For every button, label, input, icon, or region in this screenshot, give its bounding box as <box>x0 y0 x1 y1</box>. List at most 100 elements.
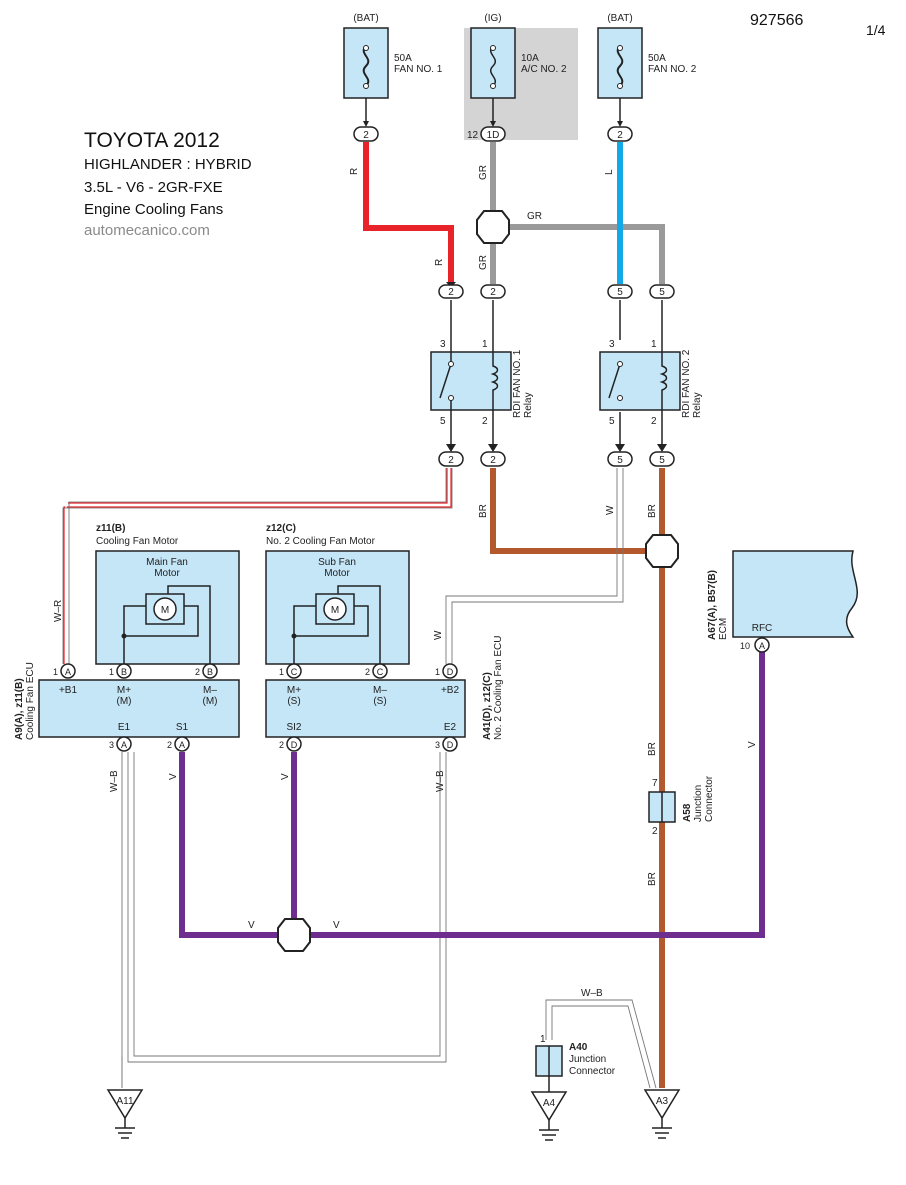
a58-name-1: Junction <box>693 785 704 822</box>
svg-text:D: D <box>447 667 454 677</box>
a58-pin-top: 7 <box>652 778 658 789</box>
connector-relay1-in-gr: 2 <box>480 284 506 299</box>
svg-text:A: A <box>121 740 127 750</box>
ecm-name: ECM <box>718 618 729 640</box>
label-w-b-3: W–B <box>581 988 603 999</box>
ecu2-label-mplus-sub: (S) <box>287 696 300 707</box>
relay2-pin3: 3 <box>609 339 615 350</box>
fuse1-name: FAN NO. 1 <box>394 64 443 75</box>
ecu1-code: A9(A), z11(B) <box>14 678 25 740</box>
system-line: Engine Cooling Fans <box>84 201 224 218</box>
ecu1-label-mplus-sub: (M) <box>117 696 132 707</box>
label-v-4: V <box>248 920 255 931</box>
connector-relay2-out-5: 5 <box>607 444 633 467</box>
motor1-code: z11(B) <box>96 523 125 534</box>
svg-text:C: C <box>377 667 384 677</box>
svg-text:1: 1 <box>53 667 58 677</box>
sub-fan-motor: M <box>265 550 410 665</box>
svg-text:2: 2 <box>167 740 172 750</box>
label-w-b-2: W–B <box>435 770 446 792</box>
engine-line: 3.5L - V6 - 2GR-FXE <box>84 179 223 196</box>
ecu2-code: A41(D), z12(C) <box>482 672 493 740</box>
relay2-pin2: 2 <box>651 416 657 427</box>
svg-text:1D: 1D <box>487 130 500 141</box>
svg-text:2: 2 <box>279 740 284 750</box>
svg-text:10: 10 <box>740 641 750 651</box>
document-number: 927566 <box>750 12 804 29</box>
splice-v <box>277 918 311 952</box>
model-line: HIGHLANDER : HYBRID <box>84 156 252 173</box>
label-gr-3: GR <box>527 211 542 222</box>
connector-relay2-in-l: 5 <box>607 284 633 299</box>
ecu1-name: Cooling Fan ECU <box>25 662 36 740</box>
a40-name-2: Connector <box>569 1066 616 1077</box>
connector-relay1-in-r: 2 <box>438 282 464 299</box>
wire-w-r-core <box>65 468 450 664</box>
a58-code: A58 <box>682 803 693 822</box>
label-v-1: V <box>168 773 179 780</box>
svg-text:A4: A4 <box>543 1098 556 1109</box>
ecu1-label-e1: E1 <box>118 722 131 733</box>
ground-a4: A4 <box>530 1091 568 1141</box>
wire-w-r-outline <box>62 468 453 664</box>
fuse1-rating: 50A <box>394 53 412 64</box>
website-label: automecanico.com <box>84 222 210 239</box>
ecm-code: A67(A), B57(B) <box>707 570 718 640</box>
label-w-r: W–R <box>53 600 64 622</box>
a40-name-1: Junction <box>569 1054 606 1065</box>
ground-a11: A11 <box>106 1089 144 1139</box>
fuse2-source: (IG) <box>484 13 501 24</box>
label-w-2: W <box>433 630 444 640</box>
wire-red-r <box>363 142 454 284</box>
a58-pin-bottom: 2 <box>652 826 658 837</box>
label-br-4: BR <box>647 872 658 886</box>
svg-text:2: 2 <box>448 455 454 466</box>
relay1-name: RDI FAN NO. 1 <box>512 349 523 418</box>
ecu2-label-si2: SI2 <box>286 722 301 733</box>
fuse-ac-no2 <box>470 27 516 127</box>
relay-rdi-fan-no1 <box>430 340 512 412</box>
svg-text:5: 5 <box>617 287 623 298</box>
ecu1-label-mplus: M+ <box>117 685 131 696</box>
main-fan-motor: M <box>95 550 240 665</box>
svg-text:5: 5 <box>617 455 623 466</box>
page-number: 1/4 <box>866 22 886 38</box>
svg-text:M: M <box>161 605 169 616</box>
motor2-label-2: Motor <box>324 568 350 579</box>
svg-text:M: M <box>331 605 339 616</box>
label-v-3: V <box>747 741 758 748</box>
ground-a3: A3 <box>643 1089 681 1139</box>
wire-brown-br-relay1 <box>490 468 662 554</box>
svg-text:5: 5 <box>659 287 665 298</box>
svg-text:A: A <box>65 667 71 677</box>
relay-rdi-fan-no2 <box>599 340 681 412</box>
ecu2-top-pins: C1 C2 D1 <box>279 663 458 679</box>
label-gr-2: GR <box>478 255 489 270</box>
ecu2-label-b2: +B2 <box>441 685 460 696</box>
svg-text:1: 1 <box>109 667 114 677</box>
fuse-fan-no2 <box>597 27 643 127</box>
ecm-box <box>732 550 858 638</box>
relay1-pin1: 1 <box>482 339 488 350</box>
wire-w-b-junction <box>545 999 657 1089</box>
ecu1-label-s1: S1 <box>176 722 189 733</box>
relay-input-leads <box>450 300 663 340</box>
motor2-code: z12(C) <box>266 523 296 534</box>
splice-gr <box>476 210 510 244</box>
a40-code: A40 <box>569 1042 588 1053</box>
fuse2-rating: 10A <box>521 53 539 64</box>
cooling-fan-ecu <box>38 679 240 738</box>
connector-relay1-out-2: 2 <box>480 444 506 467</box>
connector-relay2-in-gr: 5 <box>649 284 675 299</box>
label-br-2: BR <box>647 504 658 518</box>
relay1-pin5: 5 <box>440 416 446 427</box>
svg-text:3: 3 <box>435 740 440 750</box>
svg-text:2: 2 <box>195 667 200 677</box>
motor1-name: Cooling Fan Motor <box>96 536 179 547</box>
a58-name-2: Connector <box>704 775 715 822</box>
relay1-type: Relay <box>523 392 534 418</box>
ecm-pin-connector: A 10 <box>740 637 770 653</box>
ecu1-label-mminus: M– <box>203 685 217 696</box>
wire-w-b-right <box>121 752 441 1088</box>
fuse2-pin-number: 12 <box>467 130 479 141</box>
